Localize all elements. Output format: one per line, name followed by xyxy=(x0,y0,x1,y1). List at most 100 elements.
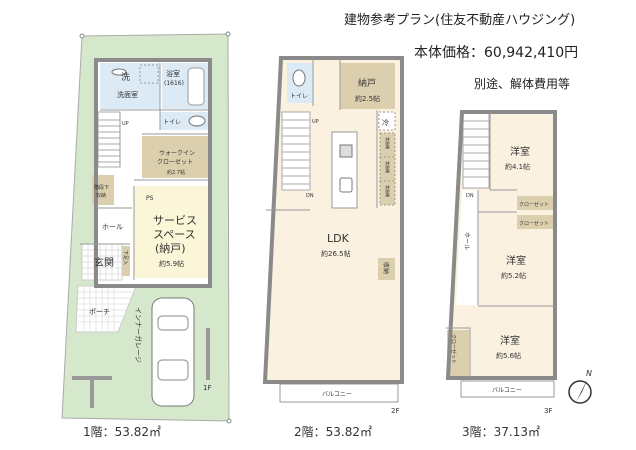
toilet-label: トイレ xyxy=(163,119,181,126)
cupboard-3 xyxy=(379,180,396,206)
room2-size-label: 約5.2帖 xyxy=(501,271,526,280)
floor3-tag: 3F xyxy=(544,407,552,415)
dn-label: DN xyxy=(306,193,314,199)
sink-icon xyxy=(111,68,127,76)
dn-label: DN xyxy=(466,193,474,199)
interior-walls-2f xyxy=(266,58,378,211)
site-corner-marker xyxy=(226,418,232,424)
sink-icon xyxy=(339,177,353,193)
closet-3 xyxy=(447,330,469,376)
closet-2 xyxy=(517,215,553,229)
plan-title: 建物参考プラン(住友不動産ハウジング) xyxy=(344,13,576,28)
floor2-area-label: 2階：53.82㎡ xyxy=(294,424,372,439)
floor1-area-label: 1階：53.82㎡ xyxy=(83,424,161,439)
closet-label: クローゼット xyxy=(519,201,549,208)
washroom xyxy=(100,63,160,109)
ldk-label: LDK xyxy=(327,232,350,245)
storage-label: 納戸 xyxy=(358,77,376,89)
shoe-cabinet xyxy=(122,246,130,276)
stove-icon xyxy=(339,144,353,158)
room3-size-label: 約5.6帖 xyxy=(496,351,521,360)
room3-label: 洋室 xyxy=(500,334,520,347)
toilet-icon xyxy=(292,69,306,87)
room1-size-label: 約4.1帖 xyxy=(505,162,530,171)
site-corner-marker xyxy=(79,33,85,39)
service-label: サービス xyxy=(153,214,197,227)
car-stop-t-icon xyxy=(72,376,112,408)
up-label: UP xyxy=(122,121,129,127)
understair-label: 階段下 xyxy=(94,184,109,191)
shoe-cabinet-label: 下足入 xyxy=(122,250,128,265)
bath-label: 浴室 xyxy=(166,69,180,78)
note-text: 別途、解体費用等 xyxy=(474,77,571,91)
storage-room xyxy=(340,63,395,109)
cupboard-label: 食器棚 xyxy=(385,185,391,197)
cupboard-1 xyxy=(379,132,396,158)
balcony xyxy=(460,380,555,398)
hall-label: ホール xyxy=(463,232,470,250)
balcony-label: バルコニー xyxy=(492,387,522,394)
balcony-label: バルコニー xyxy=(322,391,352,398)
car-icon xyxy=(151,297,195,407)
closet-label: クローゼット xyxy=(519,220,549,227)
porch-label: ポーチ xyxy=(89,308,110,316)
wic-size-label: 約2.7帖 xyxy=(167,169,185,176)
walk-in-closet xyxy=(142,136,208,178)
staircase xyxy=(281,111,311,191)
interior-walls-3f xyxy=(446,112,555,378)
floor2-plan: トイレ 納戸 約2.5帖 冷 食器棚 食器棚 食器棚 UP DN LDK 約26… xyxy=(262,56,404,439)
floor3-area-label: 3階：37.13㎡ xyxy=(462,424,540,439)
wic-label: ウォークイン xyxy=(159,149,195,157)
room1-label: 洋室 xyxy=(510,145,530,158)
north-compass-icon: N xyxy=(568,369,592,404)
floor3-plan: 洋室 約4.1帖 クローゼット クローゼット 洋室 約5.2帖 ホール DN 洋… xyxy=(445,110,557,439)
site-corner-marker xyxy=(225,31,231,37)
price-text: 本体価格：60,942,410円 xyxy=(414,45,579,61)
closet-label: クローゼット xyxy=(450,334,457,364)
exterior-wall-3f xyxy=(445,110,557,380)
service-space xyxy=(134,186,208,278)
cupboard-2 xyxy=(379,156,396,182)
kitchen-island xyxy=(331,131,358,209)
car-stop-bar xyxy=(206,328,210,380)
cupboard-label: 食器棚 xyxy=(385,137,391,149)
washer-space xyxy=(139,64,159,84)
closet-label: 収納 xyxy=(382,262,390,274)
wic-label-2: クローゼット xyxy=(157,158,193,166)
fridge-label: 冷 xyxy=(382,118,389,127)
closet xyxy=(378,258,395,280)
up-label: UP xyxy=(312,119,319,125)
hall xyxy=(456,190,478,305)
room2-label: 洋室 xyxy=(506,254,526,267)
floor1-tag: 1F xyxy=(203,384,211,392)
cupboard-label: 食器棚 xyxy=(385,161,391,173)
service-label-3: (納戸) xyxy=(155,242,186,255)
hall-label: ホール xyxy=(102,223,123,231)
floor1-plan: 洗 洗面室 浴室 (1616) トイレ UP ウォークイン クローゼット 約2.… xyxy=(61,31,232,439)
compass-north-label: N xyxy=(586,369,592,378)
toilet-label: トイレ xyxy=(290,93,308,100)
ldk-size-label: 約26.5帖 xyxy=(321,249,351,258)
entrance-label: 玄関 xyxy=(94,256,114,269)
toilet-icon xyxy=(188,115,206,127)
entrance-tile xyxy=(81,243,123,281)
washroom-label: 洗面室 xyxy=(117,90,138,99)
bath-size-label: (1616) xyxy=(164,80,184,87)
exterior-wall-1f xyxy=(94,58,212,288)
ps-label: PS xyxy=(146,195,154,202)
service-label-2: スペース xyxy=(153,228,196,241)
floor2-tag: 2F xyxy=(391,407,399,415)
service-size-label: 約5.9帖 xyxy=(159,259,184,268)
washer-label: 洗 xyxy=(121,71,130,83)
staircase xyxy=(97,111,121,168)
understair-label-2: 収納 xyxy=(96,192,106,199)
bathtub-icon xyxy=(187,67,205,106)
exterior-wall-2f xyxy=(262,56,404,384)
interior-walls-1f xyxy=(80,63,208,280)
staircase xyxy=(462,112,490,189)
closet-1 xyxy=(517,196,553,210)
fridge-space xyxy=(378,111,396,131)
garage-label: インナーガレージ xyxy=(134,307,143,363)
